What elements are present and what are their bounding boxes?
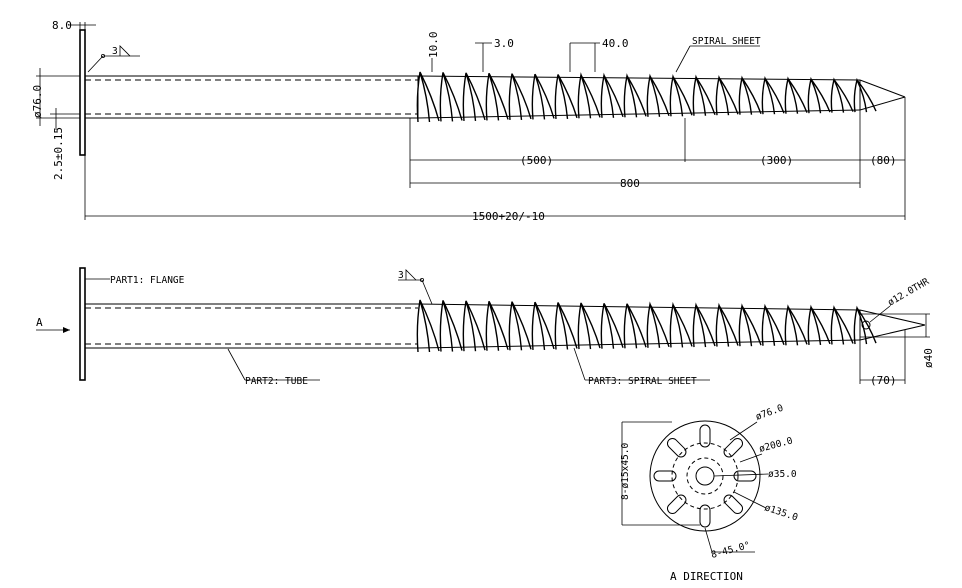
dim-800: 800: [620, 177, 640, 190]
flange-slot: [723, 494, 744, 515]
flange-slot: [666, 437, 687, 458]
flange-slot: [733, 470, 757, 482]
flange-slot: [666, 494, 687, 515]
dim-sheet-thickness: 3.0: [494, 37, 514, 50]
flange-slot: [699, 504, 711, 528]
bolt-circle: [671, 442, 739, 510]
dim-300: (300): [760, 154, 793, 167]
label-part3-spiral: PART3: SPIRAL SHEET: [588, 376, 697, 387]
flange-slot: [653, 470, 677, 482]
side-weld-symbol-icon: [405, 269, 417, 281]
flange-slots: [653, 424, 757, 528]
dim-tip-diameter: ø40: [922, 348, 935, 368]
label-spiral-sheet: SPIRAL SHEET: [692, 36, 761, 47]
dim-flange-bore: ø35.0: [768, 469, 797, 480]
label-part2-tube: PART2: TUBE: [245, 376, 308, 387]
view-caption: A DIRECTION: [670, 570, 743, 583]
view-arrow-label: A: [36, 316, 43, 329]
dim-flange-thickness: 8.0: [52, 19, 72, 32]
flange-outer-circle: [649, 420, 761, 532]
dim-wall-thickness: 2.5±0.15: [52, 127, 65, 180]
dim-tube-diameter: ø76.0: [31, 85, 44, 118]
side-weld-mark-number: 3: [398, 270, 404, 281]
dim-overall-length: 1500+20/-10: [472, 210, 545, 223]
dim-bolt-circle: ø135.0: [763, 502, 799, 523]
dim-flange-od: ø200.0: [758, 435, 794, 455]
top-flange: [79, 29, 86, 156]
weld-symbol-icon: [119, 45, 131, 57]
dim-slots: 8-ø15x45.0: [620, 443, 631, 500]
dim-pitch: 40.0: [602, 37, 629, 50]
flange-view: ø76.0 ø200.0 ø35.0 ø135.0 8-ø15x45.0 8-4…: [620, 403, 799, 583]
top-weld-mark-number: 3: [112, 46, 118, 57]
dim-500: (500): [520, 154, 553, 167]
dim-angle: 8-45.0°: [710, 540, 752, 561]
dim-flange-tube-od: ø76.0: [754, 403, 785, 423]
dim-tip-length: (70): [870, 374, 897, 387]
side-spiral-coil: [416, 299, 877, 353]
side-flange: [79, 267, 86, 381]
label-part1-flange: PART1: FLANGE: [110, 275, 185, 286]
top-view: 8.0 3 ø76.0 2.5±0.15 10.0 3.0 40.0 SPIRA…: [31, 19, 906, 223]
label-tip-hole: ø12.0THR: [886, 276, 931, 309]
top-spiral-coil: [416, 71, 877, 123]
tip-hole: [861, 320, 871, 330]
side-view: A PART1: FLANGE PART2: TUBE PART3: SPIRA…: [36, 267, 935, 387]
bore-circle: [695, 466, 715, 486]
flange-slot: [723, 437, 744, 458]
flange-slot: [699, 424, 711, 448]
dim-80: (80): [870, 154, 897, 167]
dim-pitch-height: 10.0: [427, 32, 440, 59]
